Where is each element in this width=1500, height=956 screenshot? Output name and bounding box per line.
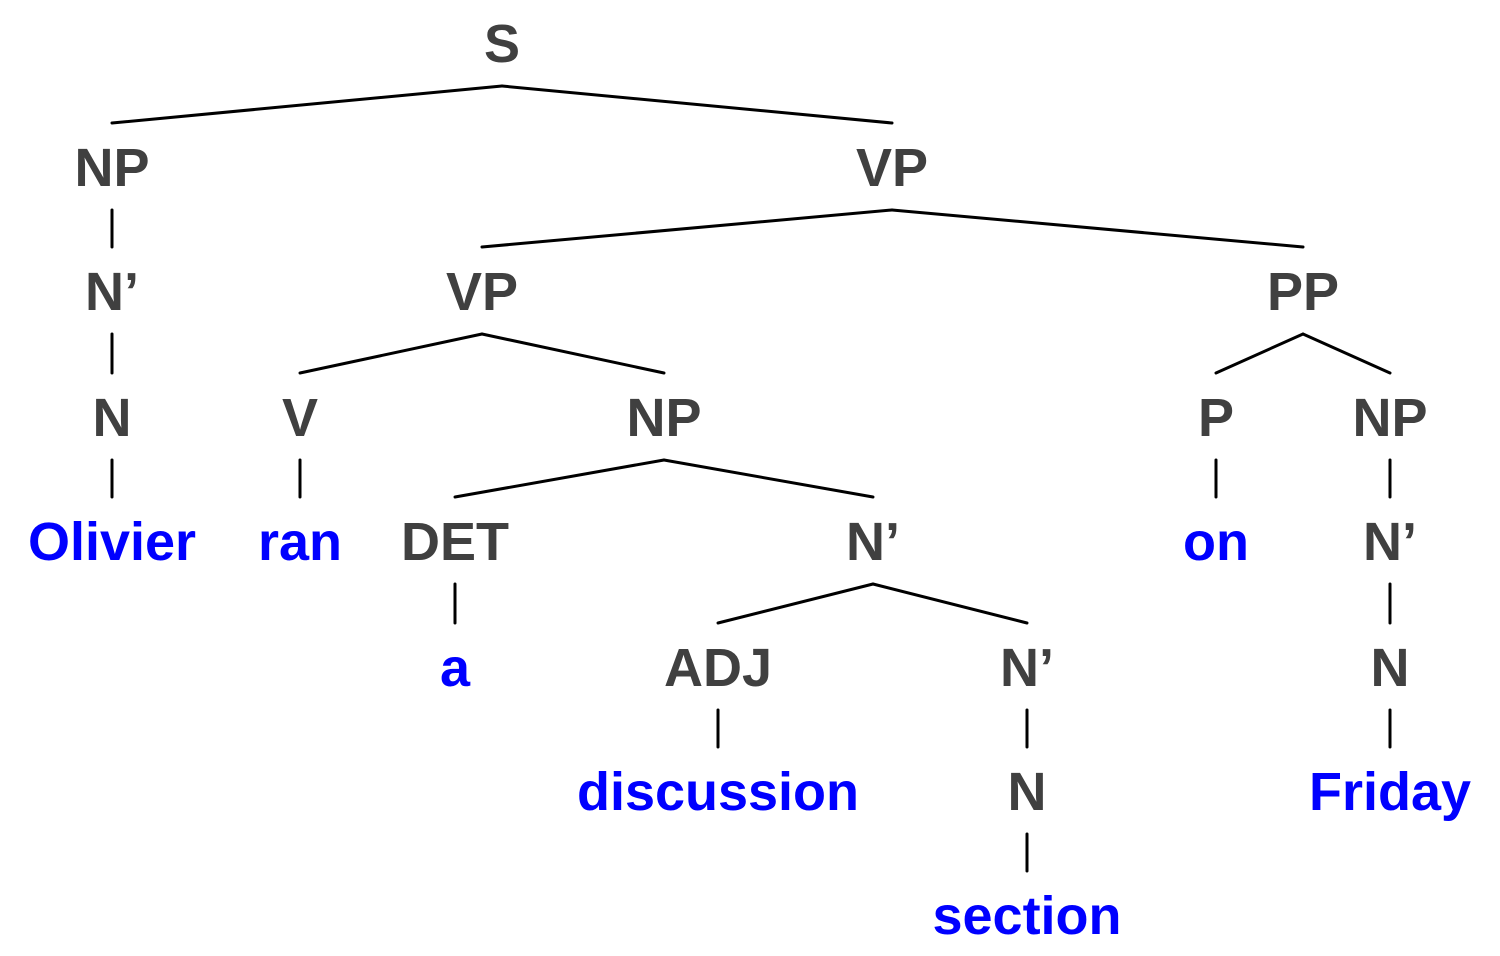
node-nbar3: N’	[1000, 638, 1054, 698]
node-nbar1: N’	[85, 262, 139, 322]
node-vp1: VP	[856, 138, 928, 198]
edge-np2-to-nbar2	[662, 458, 875, 499]
edge-vp2-to-np2	[480, 332, 666, 375]
edge-nbar2-to-adj	[716, 582, 875, 625]
node-pp: PP	[1267, 262, 1339, 322]
node-adj: ADJ	[664, 638, 772, 698]
node-nbar4: N’	[1363, 512, 1417, 572]
node-det: DET	[401, 512, 509, 572]
node-p: P	[1198, 388, 1234, 448]
edge-pp-to-p	[1214, 332, 1305, 375]
word-w-on: on	[1183, 512, 1249, 572]
node-s: S	[484, 14, 520, 74]
edge-s-to-np1	[110, 84, 504, 125]
edge-vp2-to-v	[298, 332, 484, 375]
edge-pp-to-np3	[1301, 332, 1392, 375]
node-n1: N	[93, 388, 132, 448]
edge-s-to-vp1	[500, 84, 894, 125]
word-w-friday: Friday	[1309, 762, 1471, 822]
node-np3: NP	[1352, 388, 1427, 448]
node-vp2: VP	[446, 262, 518, 322]
node-np2: NP	[626, 388, 701, 448]
word-w-olivier: Olivier	[28, 512, 196, 572]
word-w-ran: ran	[258, 512, 342, 572]
edge-vp1-to-pp	[890, 208, 1305, 249]
node-nbar2: N’	[846, 512, 900, 572]
node-v: V	[282, 388, 318, 448]
node-n2: N	[1008, 762, 1047, 822]
tree-labels: SNPN’NOlivierVPVPVranNPDETaN’ADJdiscussi…	[28, 14, 1471, 946]
edge-vp1-to-vp2	[480, 208, 894, 249]
word-w-discussion: discussion	[577, 762, 859, 822]
node-n3: N	[1371, 638, 1410, 698]
word-w-section: section	[932, 886, 1121, 946]
edge-nbar2-to-nbar3	[871, 582, 1029, 625]
node-np1: NP	[74, 138, 149, 198]
edge-np2-to-det	[453, 458, 666, 499]
word-w-a: a	[440, 638, 471, 698]
tree-edges	[110, 84, 1392, 873]
